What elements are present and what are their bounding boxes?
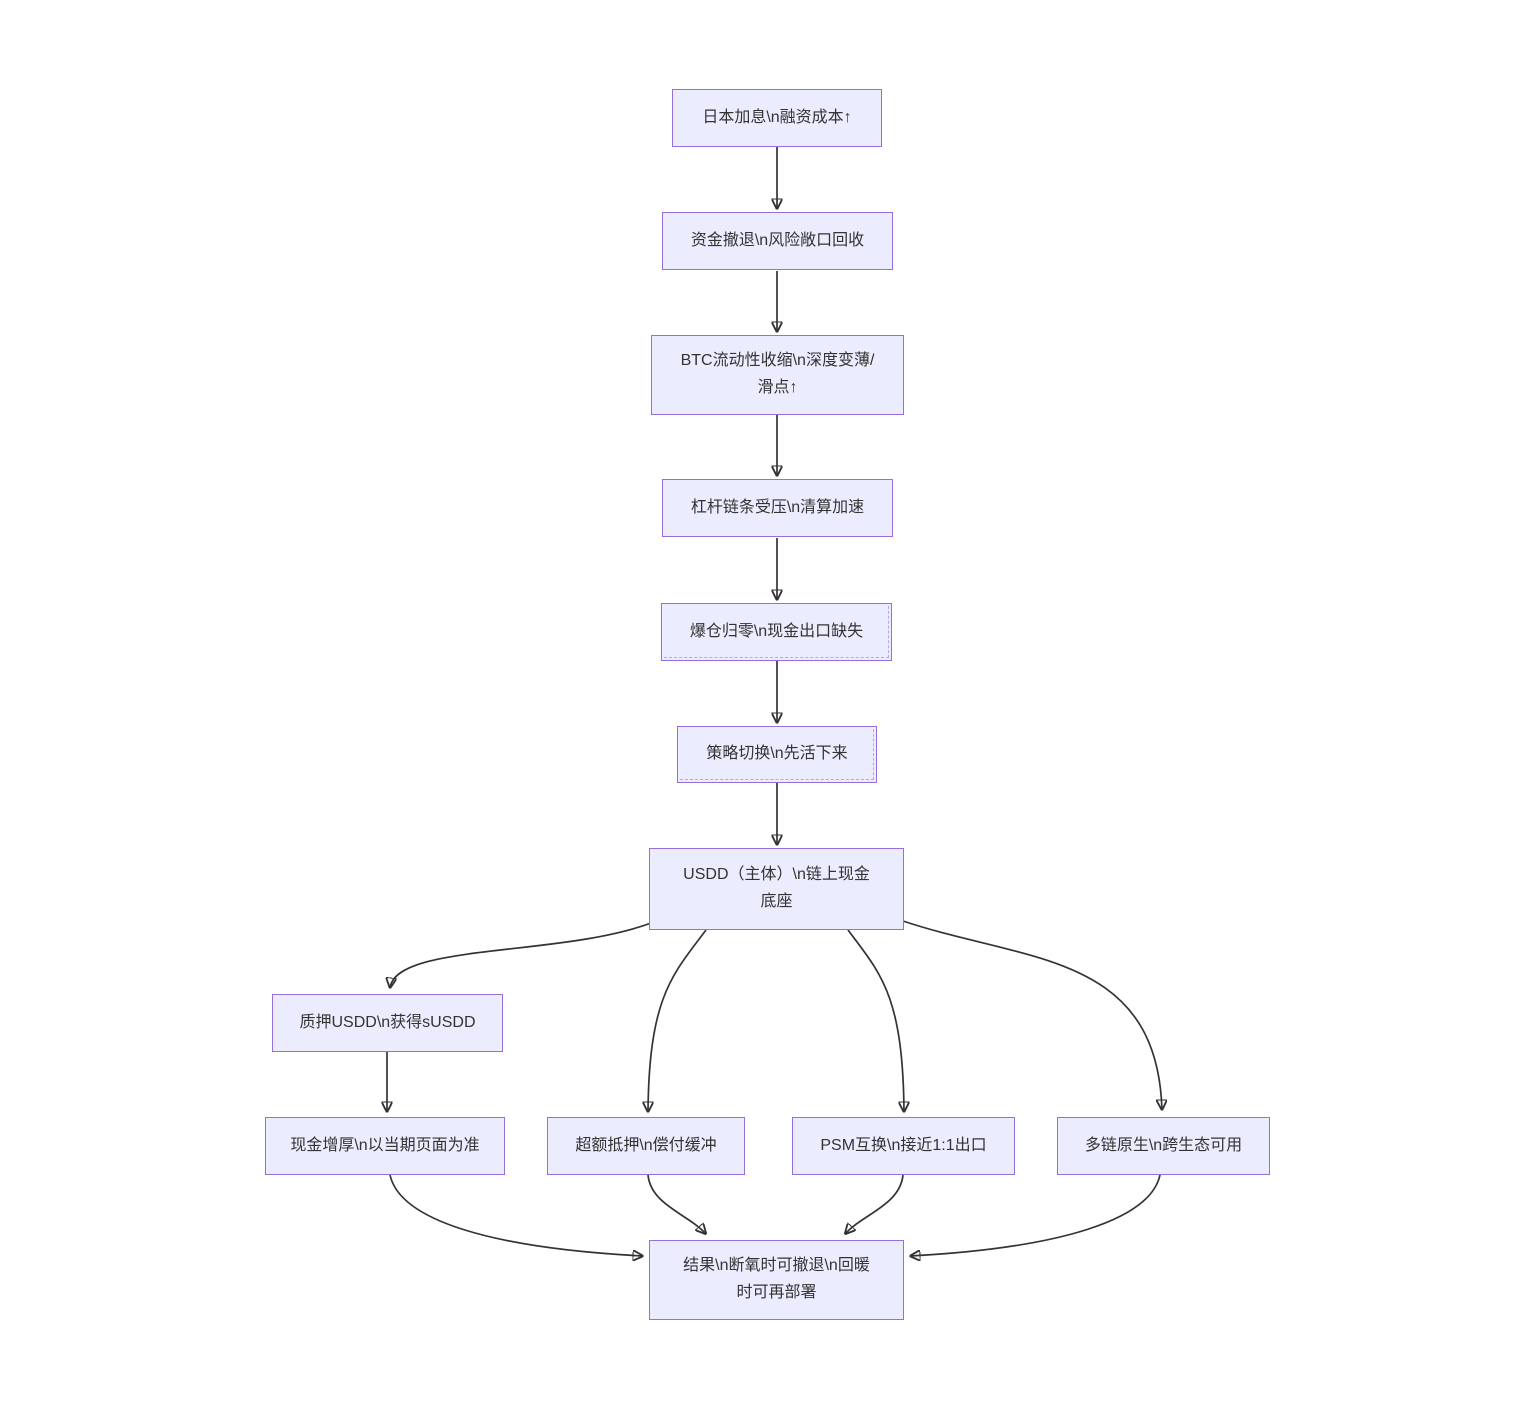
node-overcollateral: 超额抵押\n偿付缓冲 — [547, 1117, 745, 1175]
node-cash-yield: 现金增厚\n以当期页面为准 — [265, 1117, 505, 1175]
edge-usdd-base-to-psm-swap — [847, 929, 904, 1112]
node-psm-swap: PSM互换\n接近1:1出口 — [792, 1117, 1015, 1175]
node-btc-liquidity-label: BTC流动性收缩\n深度变薄/ 滑点↑ — [680, 352, 875, 396]
edge-multichain-to-result — [910, 1174, 1161, 1256]
node-multichain: 多链原生\n跨生态可用 — [1057, 1117, 1270, 1175]
edge-overcollateral-to-result — [647, 1174, 706, 1234]
node-result-label: 结果\n断氧时可撤退\n回暖 时可再部署 — [683, 1257, 870, 1301]
node-overcollateral-label: 超额抵押\n偿付缓冲 — [575, 1136, 717, 1154]
node-cash-yield-label: 现金增厚\n以当期页面为准 — [290, 1136, 480, 1154]
node-leverage-chain-label: 杠杆链条受压\n清算加速 — [690, 498, 865, 516]
node-capital-retreat: 资金撤退\n风险敞口回收 — [662, 212, 893, 270]
node-japan-rate-hike-label: 日本加息\n融资成本↑ — [702, 108, 852, 126]
node-usdd-base: USDD（主体）\n链上现金 底座 — [649, 848, 904, 930]
node-japan-rate-hike: 日本加息\n融资成本↑ — [672, 89, 882, 147]
node-liquidation-zero-label: 爆仓归零\n现金出口缺失 — [689, 622, 864, 640]
edge-usdd-base-to-multichain — [902, 920, 1162, 1110]
node-strategy-switch-label: 策略切换\n先活下来 — [706, 745, 848, 763]
node-leverage-chain: 杠杆链条受压\n清算加速 — [662, 479, 893, 537]
edge-usdd-base-to-stake-usdd — [390, 922, 652, 988]
edge-usdd-base-to-overcollateral — [648, 929, 707, 1112]
node-stake-usdd-label: 质押USDD\n获得sUSDD — [299, 1013, 476, 1031]
node-strategy-switch: 策略切换\n先活下来 — [677, 726, 877, 783]
node-liquidation-zero: 爆仓归零\n现金出口缺失 — [661, 603, 892, 661]
node-capital-retreat-label: 资金撤退\n风险敞口回收 — [690, 231, 865, 249]
edge-psm-swap-to-result — [845, 1174, 904, 1234]
edge-cash-yield-to-result — [389, 1174, 643, 1256]
node-usdd-base-label: USDD（主体）\n链上现金 底座 — [683, 866, 870, 910]
node-stake-usdd: 质押USDD\n获得sUSDD — [272, 994, 503, 1052]
node-multichain-label: 多链原生\n跨生态可用 — [1084, 1136, 1243, 1154]
node-result: 结果\n断氧时可撤退\n回暖 时可再部署 — [649, 1240, 904, 1320]
node-psm-swap-label: PSM互换\n接近1:1出口 — [820, 1136, 987, 1154]
node-btc-liquidity: BTC流动性收缩\n深度变薄/ 滑点↑ — [651, 335, 904, 415]
